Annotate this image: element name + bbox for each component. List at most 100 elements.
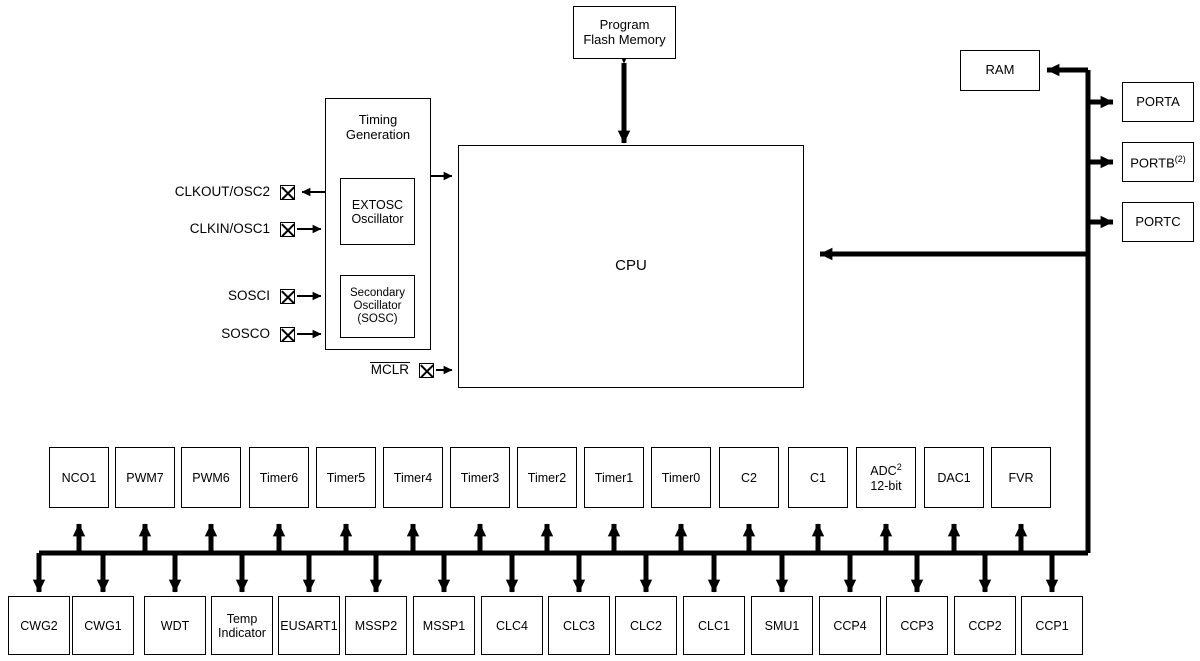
peripheral-label: Timer1 xyxy=(594,470,634,485)
module-wdt[interactable]: WDT xyxy=(144,596,206,655)
secondary-osc-line2: Oscillator xyxy=(353,300,402,313)
peripheral-nco1[interactable]: NCO1 xyxy=(49,447,109,508)
module-clc3[interactable]: CLC3 xyxy=(548,596,610,655)
secondary-oscillator-block[interactable]: Secondary Oscillator (SOSC) xyxy=(340,275,415,338)
module-label: CCP4 xyxy=(833,618,867,633)
timing-generation-line1: Timing xyxy=(358,112,398,127)
peripheral-label: FVR xyxy=(1008,470,1034,485)
module-label: CCP1 xyxy=(1035,618,1069,633)
pin-label-sosco: SOSCO xyxy=(221,326,270,341)
module-label: CCP2 xyxy=(968,618,1002,633)
timing-generation-line2: Generation xyxy=(345,126,411,142)
port-label-portc: PORTC xyxy=(1135,213,1181,229)
module-ccp4[interactable]: CCP4 xyxy=(819,596,881,655)
peripheral-timer4[interactable]: Timer4 xyxy=(383,447,443,508)
peripheral-c2[interactable]: C2 xyxy=(719,447,779,508)
module-ccp2[interactable]: CCP2 xyxy=(954,596,1016,655)
module-label: EUSART1 xyxy=(280,618,338,633)
module-clc2[interactable]: CLC2 xyxy=(615,596,677,655)
peripheral-timer6[interactable]: Timer6 xyxy=(249,447,309,508)
ram-label: RAM xyxy=(985,62,1015,78)
module-label: CLC3 xyxy=(563,618,595,633)
mclr-text: MCLR xyxy=(369,362,410,377)
extosc-line1: EXTOSC xyxy=(351,197,404,212)
module-mssp1[interactable]: MSSP1 xyxy=(413,596,475,655)
module-clc4[interactable]: CLC4 xyxy=(481,596,543,655)
module-label: WDT xyxy=(160,618,190,633)
peripheral-label: PWM7 xyxy=(126,470,164,485)
peripheral-label: Timer2 xyxy=(527,470,567,485)
module-mssp2[interactable]: MSSP2 xyxy=(345,596,407,655)
module-eusart1[interactable]: EUSART1 xyxy=(278,596,340,655)
wires-bus-to-top-peripherals xyxy=(72,523,1028,553)
peripheral-label: Timer4 xyxy=(393,470,433,485)
module-label-line2: Indicator xyxy=(218,625,266,640)
peripheral-dac1[interactable]: DAC1 xyxy=(924,447,984,508)
peripheral-pwm7[interactable]: PWM7 xyxy=(115,447,175,508)
peripheral-label: C1 xyxy=(810,470,826,485)
module-cwg2[interactable]: CWG2 xyxy=(8,596,70,655)
pin-label-clkout-osc2: CLKOUT/OSC2 xyxy=(174,184,270,199)
peripheral-timer3[interactable]: Timer3 xyxy=(450,447,510,508)
module-smu1[interactable]: SMU1 xyxy=(751,596,813,655)
pin-symbol-clkout-osc2[interactable] xyxy=(280,185,295,200)
module-label: CWG2 xyxy=(20,618,58,633)
port-block-portb[interactable]: PORTB(2) xyxy=(1122,142,1194,182)
peripheral-label: PWM6 xyxy=(192,470,230,485)
module-ccp3[interactable]: CCP3 xyxy=(886,596,948,655)
module-clc1[interactable]: CLC1 xyxy=(683,596,745,655)
peripheral-timer1[interactable]: Timer1 xyxy=(584,447,644,508)
program-flash-memory-block[interactable]: Program Flash Memory xyxy=(573,6,676,59)
peripheral-label: Timer5 xyxy=(326,470,366,485)
peripheral-label: ADC2 xyxy=(870,462,902,479)
module-label: CLC1 xyxy=(698,618,730,633)
peripheral-timer2[interactable]: Timer2 xyxy=(517,447,577,508)
peripheral-c1[interactable]: C1 xyxy=(788,447,848,508)
cpu-label: CPU xyxy=(615,257,647,275)
pin-symbol-clkin-osc1[interactable] xyxy=(280,222,295,237)
module-ccp1[interactable]: CCP1 xyxy=(1021,596,1083,655)
wires-bus-to-bottom-peripherals xyxy=(32,553,1059,593)
peripheral-note: 2 xyxy=(896,462,902,473)
module-cwg1[interactable]: CWG1 xyxy=(72,596,134,655)
port-label-porta: PORTA xyxy=(1136,93,1180,109)
peripheral-timer5[interactable]: Timer5 xyxy=(316,447,376,508)
module-label: CLC4 xyxy=(496,618,528,633)
port-block-portc[interactable]: PORTC xyxy=(1122,202,1194,242)
port-label-portb: PORTB(2) xyxy=(1130,153,1186,170)
peripheral-timer0[interactable]: Timer0 xyxy=(651,447,711,508)
secondary-osc-line3: (SOSC) xyxy=(357,312,398,325)
pin-symbol-sosco[interactable] xyxy=(280,327,295,342)
peripheral-pwm6[interactable]: PWM6 xyxy=(181,447,241,508)
port-block-porta[interactable]: PORTA xyxy=(1122,82,1194,122)
peripheral-label: Timer6 xyxy=(259,470,299,485)
peripheral-label: Timer3 xyxy=(460,470,500,485)
peripheral-label: DAC1 xyxy=(937,470,971,485)
module-label: CCP3 xyxy=(900,618,934,633)
program-flash-memory-line1: Program xyxy=(599,16,650,32)
peripheral-label: NCO1 xyxy=(61,470,97,485)
ram-block[interactable]: RAM xyxy=(960,50,1040,91)
portb-note: (2) xyxy=(1174,153,1186,164)
module-label: CLC2 xyxy=(630,618,662,633)
pin-symbol-sosci[interactable] xyxy=(280,289,295,304)
module-label: MSSP1 xyxy=(422,618,466,633)
extosc-oscillator-block[interactable]: EXTOSC Oscillator xyxy=(340,178,415,245)
cpu-block[interactable]: CPU xyxy=(458,145,804,388)
module-label: SMU1 xyxy=(764,618,800,633)
program-flash-memory-line2: Flash Memory xyxy=(583,31,666,47)
pin-label-clkin-osc1: CLKIN/OSC1 xyxy=(189,221,270,236)
peripheral-fvr[interactable]: FVR xyxy=(991,447,1051,508)
peripheral-label: Timer0 xyxy=(661,470,701,485)
peripheral-label-line2: 12-bit xyxy=(870,478,902,493)
pin-label-mclr: MCLR xyxy=(300,362,410,377)
peripheral-label: C2 xyxy=(741,470,757,485)
pin-symbol-mclr[interactable] xyxy=(419,363,434,378)
extosc-line2: Oscillator xyxy=(351,211,404,226)
module-label: CWG1 xyxy=(84,618,122,633)
pin-label-sosci: SOSCI xyxy=(227,288,270,303)
secondary-osc-line1: Secondary xyxy=(350,287,405,300)
